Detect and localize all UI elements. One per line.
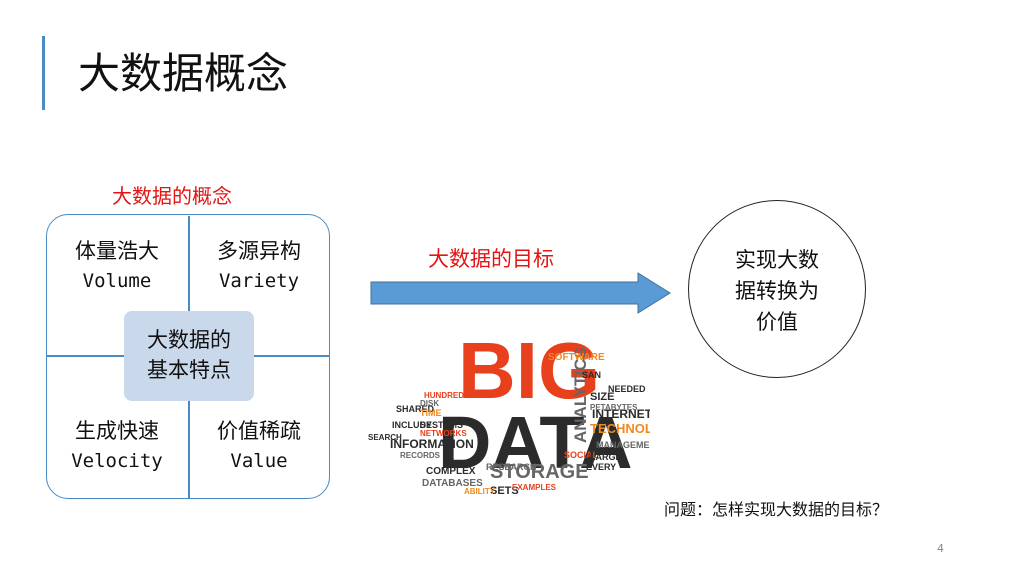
quadrant-volume-en: Volume xyxy=(56,266,178,296)
quadrant-velocity: 生成快速 Velocity xyxy=(56,416,178,476)
slide-title: 大数据概念 xyxy=(78,46,288,102)
quadrant-volume: 体量浩大 Volume xyxy=(56,236,178,296)
wc-research: RESEARCH xyxy=(486,462,537,472)
quadrant-volume-cn: 体量浩大 xyxy=(56,236,178,266)
wc-ability: ABILITY xyxy=(464,487,496,496)
big-data-word-cloud: BIG DATA ANALYTICS STORAGE TECHNOLOGIES … xyxy=(350,318,650,508)
wc-needed: NEEDED xyxy=(608,384,646,394)
wc-petabytes: PETABYTES xyxy=(590,403,638,412)
wc-disk: DISK xyxy=(420,399,439,408)
quadrant-value-en: Value xyxy=(198,446,320,476)
wc-networks: NETWORKS xyxy=(420,429,467,438)
quadrant-velocity-en: Velocity xyxy=(56,446,178,476)
quadrant-value-cn: 价值稀疏 xyxy=(198,416,320,446)
wc-information: INFORMATION xyxy=(390,437,474,451)
title-accent-bar xyxy=(42,36,45,110)
quadrant-value: 价值稀疏 Value xyxy=(198,416,320,476)
right-arrow xyxy=(370,272,672,314)
quadrant-velocity-cn: 生成快速 xyxy=(56,416,178,446)
page-number: 4 xyxy=(937,542,944,555)
goal-heading: 大数据的目标 xyxy=(428,243,554,273)
wc-large: LARGE xyxy=(590,452,622,462)
quadrant-variety: 多源异构 Variety xyxy=(198,236,320,296)
quadrant-variety-cn: 多源异构 xyxy=(198,236,320,266)
wc-complex: COMPLEX xyxy=(426,466,476,477)
goal-circle: 实现大数 据转换为 价值 xyxy=(688,200,866,378)
wc-examples: EXAMPLES xyxy=(512,483,557,492)
basic-features-label: 大数据的 基本特点 xyxy=(124,311,254,401)
wc-san: SAN xyxy=(582,370,601,380)
wc-records: RECORDS xyxy=(400,451,441,460)
wc-management: MANAGEMENT xyxy=(596,440,650,450)
goal-circle-line2: 据转换为 xyxy=(689,276,865,307)
goal-circle-line1: 实现大数 xyxy=(689,245,865,276)
quadrant-variety-en: Variety xyxy=(198,266,320,296)
basic-features-line1: 大数据的 xyxy=(124,325,254,355)
goal-circle-line3: 价值 xyxy=(689,307,865,338)
wc-search: SEARCH xyxy=(368,433,402,442)
concept-heading: 大数据的概念 xyxy=(112,180,232,209)
basic-features-line2: 基本特点 xyxy=(124,355,254,385)
question-text: 问题：怎样实现大数据的目标？ xyxy=(664,496,888,520)
wc-time: TIME xyxy=(420,408,442,418)
wc-every: EVERY xyxy=(586,462,616,472)
wc-software: SOFTWARE xyxy=(548,352,605,363)
wc-technologies: TECHNOLOGIES xyxy=(590,421,650,436)
